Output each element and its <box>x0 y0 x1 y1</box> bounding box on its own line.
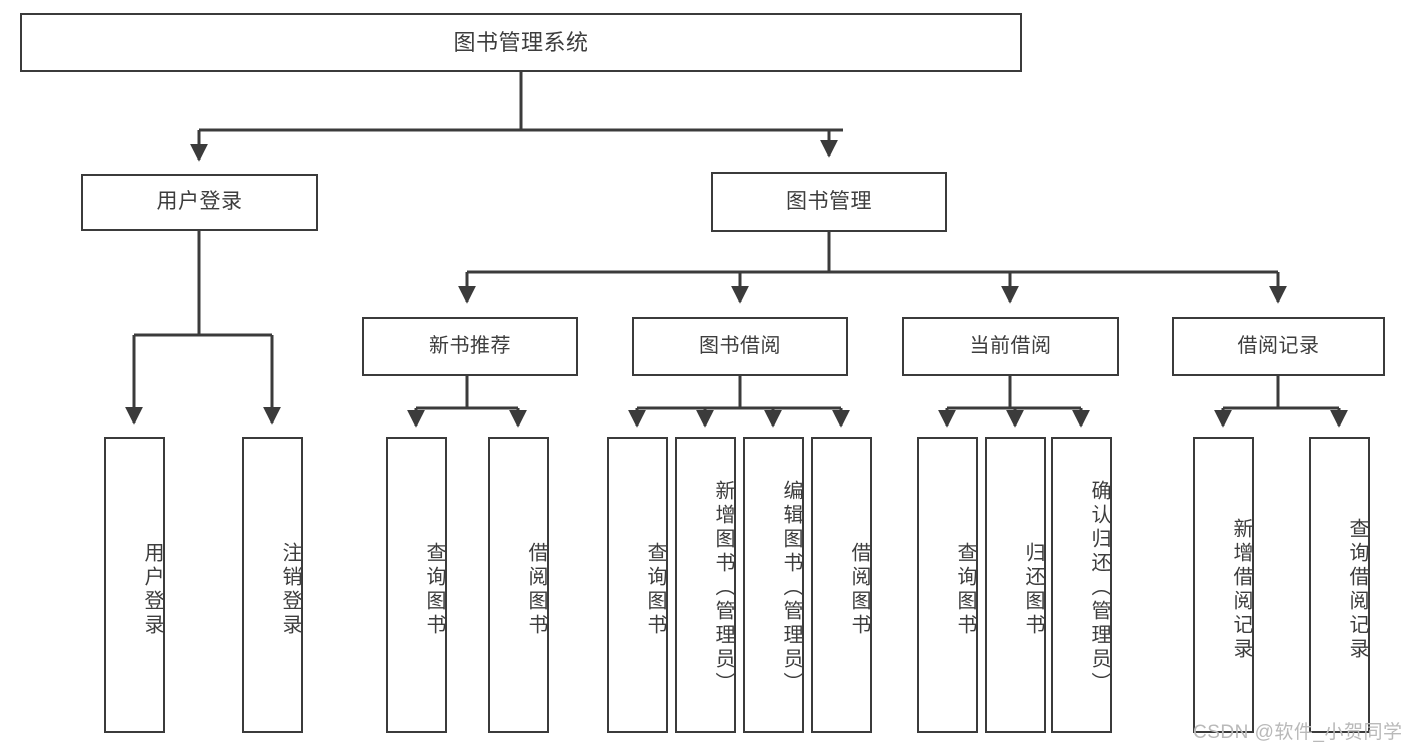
node-label: 图书管理 <box>786 189 872 213</box>
node-label: 查询图书 <box>954 542 976 638</box>
node-label: 用户登录 <box>141 542 163 638</box>
node-label: 查询借阅记录 <box>1346 518 1368 662</box>
node-current-borrow[interactable]: 当前借阅 <box>902 317 1119 376</box>
node-label: 借阅图书 <box>848 542 870 638</box>
csdn-watermark: CSDN @软件_小贺同学 <box>1193 722 1403 743</box>
node-label: 查询图书 <box>423 542 445 638</box>
node-label: 编辑图书（管理员） <box>780 480 802 696</box>
leaf-recommend-borrow-book[interactable]: 借阅图书 <box>488 437 549 733</box>
leaf-current-confirm-return-admin[interactable]: 确认归还（管理员） <box>1051 437 1112 733</box>
node-label: 确认归还（管理员） <box>1088 480 1110 696</box>
node-label: 新增图书（管理员） <box>712 480 734 696</box>
node-label: 图书管理系统 <box>453 29 589 55</box>
leaf-recommend-query-book[interactable]: 查询图书 <box>386 437 447 733</box>
leaf-borrow-add-book-admin[interactable]: 新增图书（管理员） <box>675 437 736 733</box>
node-book-management[interactable]: 图书管理 <box>711 172 947 232</box>
node-label: 当前借阅 <box>969 335 1052 357</box>
node-book-borrow[interactable]: 图书借阅 <box>632 317 848 376</box>
node-label: 借阅图书 <box>525 542 547 638</box>
node-label: 借阅记录 <box>1237 335 1320 357</box>
node-user-login[interactable]: 用户登录 <box>81 174 318 231</box>
leaf-borrow-query-book[interactable]: 查询图书 <box>607 437 668 733</box>
leaf-user-login-signin[interactable]: 用户登录 <box>104 437 165 733</box>
node-borrow-record[interactable]: 借阅记录 <box>1172 317 1385 376</box>
leaf-record-add-borrow-record[interactable]: 新增借阅记录 <box>1193 437 1254 733</box>
node-label: 用户登录 <box>156 190 243 214</box>
node-label: 归还图书 <box>1022 542 1044 638</box>
leaf-borrow-edit-book-admin[interactable]: 编辑图书（管理员） <box>743 437 804 733</box>
node-label: 查询图书 <box>644 542 666 638</box>
node-label: 图书借阅 <box>699 335 781 357</box>
leaf-record-query-borrow-record[interactable]: 查询借阅记录 <box>1309 437 1370 733</box>
node-root-system[interactable]: 图书管理系统 <box>20 13 1022 72</box>
node-label: 新书推荐 <box>429 335 511 357</box>
leaf-current-query-book[interactable]: 查询图书 <box>917 437 978 733</box>
leaf-borrow-borrow-book[interactable]: 借阅图书 <box>811 437 872 733</box>
node-label: 新增借阅记录 <box>1230 518 1252 662</box>
leaf-user-login-signout[interactable]: 注销登录 <box>242 437 303 733</box>
leaf-current-return-book[interactable]: 归还图书 <box>985 437 1046 733</box>
node-label: 注销登录 <box>279 542 301 638</box>
node-new-book-recommend[interactable]: 新书推荐 <box>362 317 578 376</box>
